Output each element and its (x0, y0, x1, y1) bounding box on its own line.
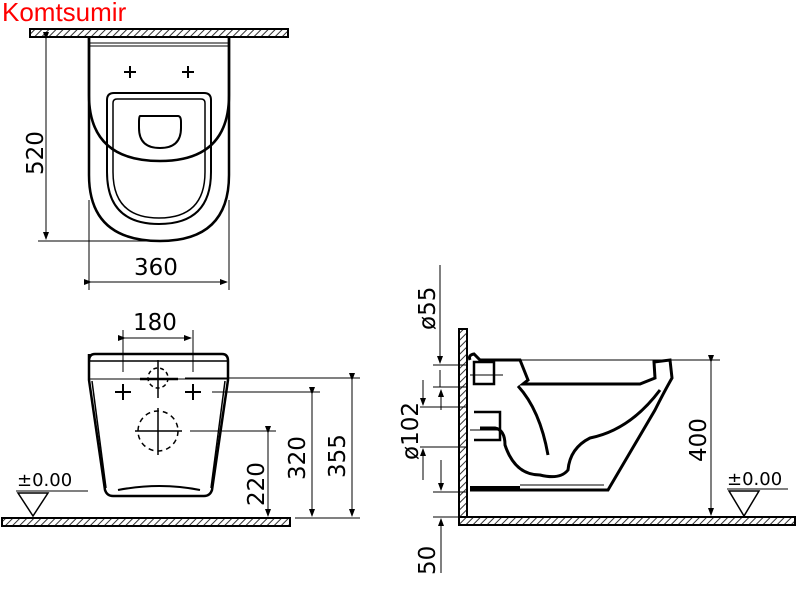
outlet-circle-icon (135, 408, 182, 455)
watermark-text: Komtsumir (2, 0, 127, 27)
body-front (87, 352, 230, 498)
floor-hatch-side (458, 516, 796, 526)
dim-width: 360 (134, 255, 178, 281)
bowl-outline-top (87, 38, 231, 163)
floor-level-label: ±0.00 (17, 470, 72, 491)
dim-inlet-diameter: ø55 (415, 287, 441, 330)
inlet-pipe (472, 360, 496, 386)
wall-hatch-top (29, 28, 289, 38)
floor-level-label-side: ±0.00 (727, 469, 782, 490)
dim-outlet-height: 220 (244, 462, 270, 506)
dim-wall-offset: 50 (415, 546, 441, 575)
dim-outlet-diameter: ø102 (398, 402, 424, 460)
dim-rim-height: 400 (686, 418, 712, 462)
dim-fixing-height: 320 (285, 436, 311, 480)
trap-outline (480, 389, 662, 479)
bowl-outline-side (468, 352, 674, 492)
side-view: ø55 ø102 50 400 ±0.00 (398, 265, 796, 575)
bowl-opening (138, 115, 182, 150)
dim-inlet-height: 355 (325, 434, 351, 478)
top-view: 520 360 (23, 28, 289, 290)
floor-hatch-front (1, 517, 291, 527)
inlet-circle-icon (140, 360, 178, 398)
floor-level-marker-icon (16, 490, 88, 518)
floor-level-marker-icon (727, 488, 788, 518)
front-view: 180 220 (1, 310, 360, 527)
outlet-pipe (474, 410, 502, 442)
fixing-point-icon (115, 384, 201, 400)
seat-inner (112, 98, 206, 219)
fixing-point-icon (124, 66, 194, 78)
dim-fixing-spacing: 180 (133, 310, 177, 336)
dim-depth: 520 (23, 131, 49, 175)
seat-outer (106, 92, 212, 226)
wall-hatch-side (458, 328, 468, 526)
